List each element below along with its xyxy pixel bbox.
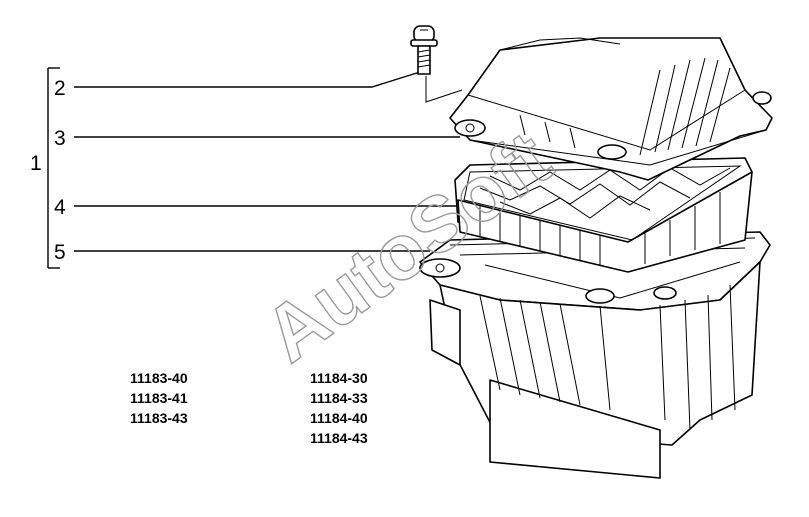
filter-cover-part: [449, 37, 773, 181]
callout-5-label: 5: [54, 241, 66, 264]
callout-4-label: 4: [54, 196, 66, 219]
callout-1-label: 1: [30, 152, 42, 175]
filter-pleats: [479, 192, 721, 266]
model-code: 11184-33: [310, 390, 368, 406]
filter-housing-part: [419, 231, 771, 479]
screw-part: [410, 25, 463, 103]
model-codes-column-b: 11184-30 11184-33 11184-40 11184-43: [310, 370, 368, 446]
model-code: 11183-40: [130, 370, 188, 386]
callout-2-label: 2: [54, 77, 66, 100]
cover-ribs: [519, 57, 731, 156]
filter-element-part: [454, 157, 753, 273]
leader-lines: [74, 71, 462, 252]
callout-3-label: 3: [54, 127, 66, 150]
leader-line-2: [74, 71, 421, 88]
model-code: 11183-43: [130, 410, 188, 426]
group-bracket: [47, 67, 60, 269]
model-code: 11184-43: [310, 430, 368, 446]
model-code: 11184-40: [310, 410, 368, 426]
model-codes-column-a: 11183-40 11183-41 11183-43: [130, 370, 188, 426]
model-code: 11183-41: [130, 390, 188, 406]
model-code: 11184-30: [310, 370, 368, 386]
